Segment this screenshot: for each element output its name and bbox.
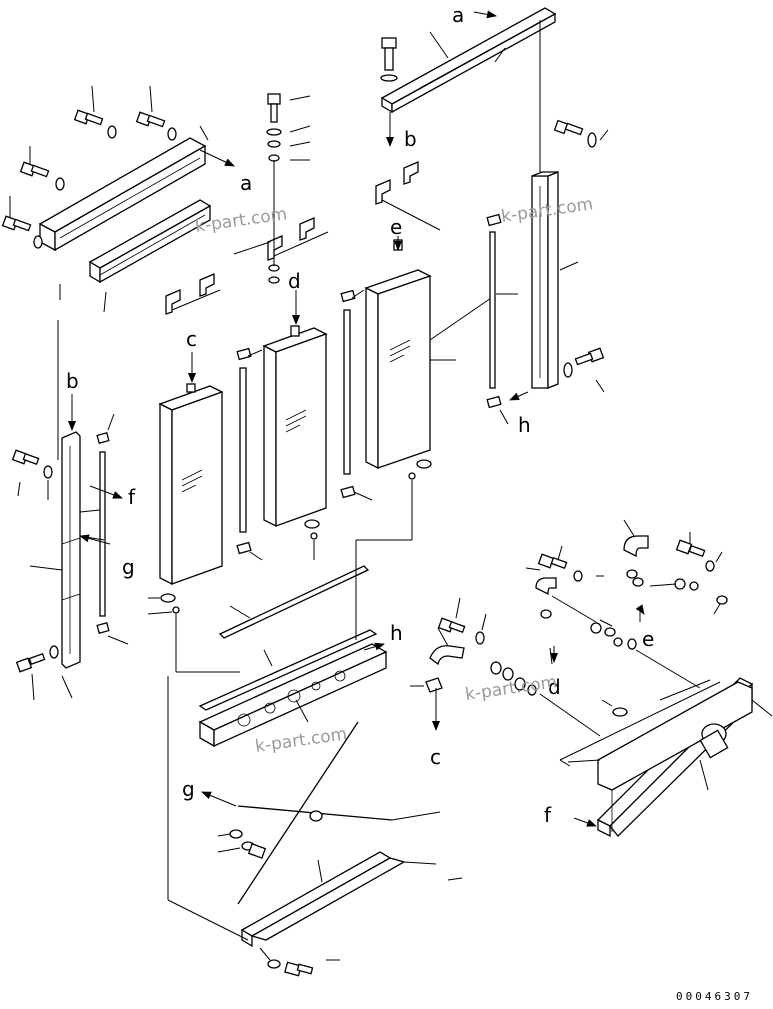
- callout-c-pipe: c: [430, 745, 441, 769]
- callout-e-tank: e: [642, 627, 654, 651]
- tank-fittings: [525, 519, 728, 689]
- callout-g-left: g: [122, 555, 135, 579]
- seal-strips: [96, 213, 518, 645]
- watermark-text: k-part.com: [254, 724, 348, 757]
- header-tank: [559, 677, 773, 838]
- top-left-bolts: [1, 85, 209, 313]
- radiator-core-right: [364, 239, 495, 470]
- callout-g-brace: g: [182, 777, 195, 801]
- bottom-rail: [167, 676, 463, 948]
- callout-letters: a a b b c c d d e e f f g g h h: [66, 3, 654, 827]
- pipe-fittings-center: [410, 597, 601, 737]
- core-washers: [147, 459, 432, 672]
- callout-arrows: [68, 10, 645, 827]
- callout-c-core: c: [186, 327, 197, 351]
- callout-e-core: e: [390, 215, 402, 239]
- small-brackets: [165, 161, 441, 315]
- radiator-core-center: [262, 325, 328, 528]
- callout-f-left: f: [128, 485, 136, 509]
- callout-h-right: h: [518, 413, 531, 437]
- callout-f-tank: f: [544, 803, 552, 827]
- radiator-core-left: [158, 383, 224, 586]
- bottom-frame: [176, 539, 412, 748]
- callout-a-top: a: [452, 3, 464, 27]
- callout-a-left: a: [240, 171, 252, 195]
- top-cross-member: [380, 7, 557, 114]
- brace-bolt: [217, 829, 267, 859]
- callout-h-bottom: h: [390, 621, 403, 645]
- left-post-bolts: [11, 449, 73, 701]
- center-bolt-stack: [266, 93, 311, 284]
- top-left-frame: [38, 137, 212, 284]
- left-vertical-post: [29, 320, 105, 669]
- callout-d-pipe: d: [548, 675, 561, 699]
- callout-b-top: b: [404, 127, 417, 151]
- document-number: 00046307: [676, 990, 753, 1003]
- callout-d-core: d: [288, 269, 301, 293]
- top-bolt: [380, 37, 398, 82]
- cross-brace: [237, 721, 441, 905]
- callout-b-left: b: [66, 369, 79, 393]
- right-post-bolts: [553, 119, 609, 393]
- bottom-rail-bolt: [259, 947, 340, 977]
- right-vertical-post: [531, 20, 579, 389]
